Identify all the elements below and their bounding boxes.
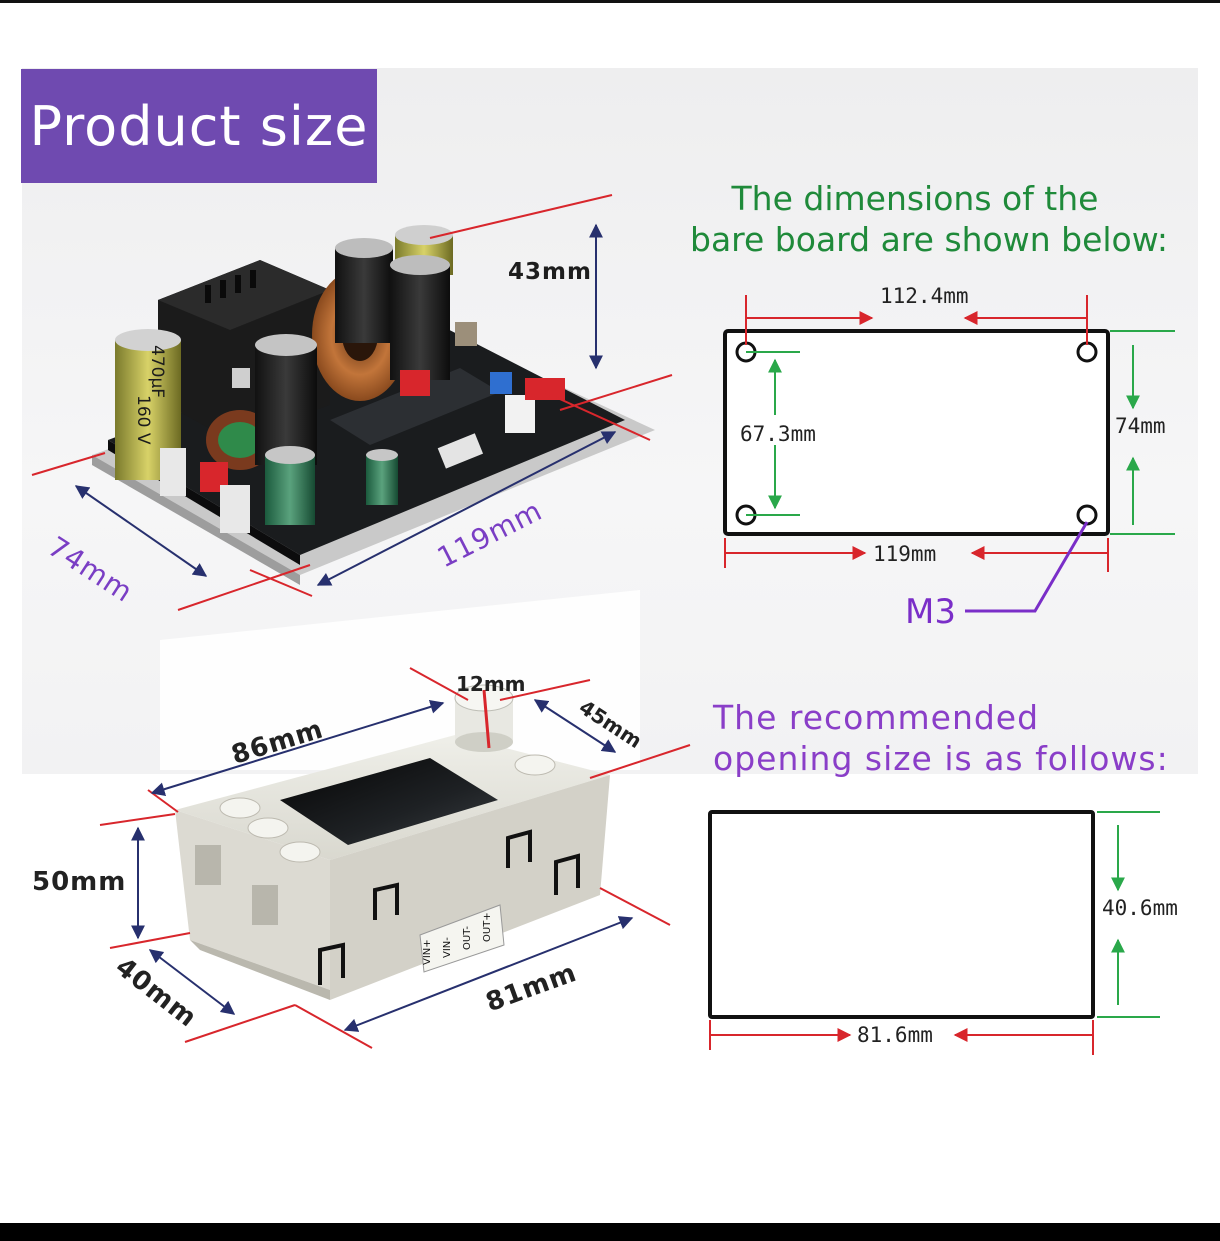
capacitor-label-voltage: 160 V (133, 395, 153, 445)
opening-heading-line1: The recommended (713, 698, 1040, 737)
bottom-border (0, 1223, 1220, 1241)
top-border (0, 0, 1220, 3)
page-title-banner: Product size (21, 69, 377, 183)
bare-board-heading-line2: bare board are shown below: (690, 220, 1169, 259)
opening-height-label: 40.6mm (1102, 896, 1178, 920)
board-photo-height-label: 43mm (508, 259, 592, 285)
screw-size-label: M3 (905, 592, 956, 632)
capacitor-label-capacitance: 470μF (147, 345, 167, 398)
opening-width-label: 81.6mm (857, 1023, 933, 1047)
hole-spacing-label: 67.3mm (740, 422, 816, 446)
knob-size-label: 12mm (456, 672, 526, 696)
terminal-out-minus: OUT- (462, 926, 473, 950)
bare-board-heading-line1: The dimensions of the (731, 179, 1099, 218)
board-height-label: 74mm (1115, 414, 1166, 438)
board-width-label: 112.4mm (880, 284, 969, 308)
terminal-out-plus: OUT+ (482, 912, 493, 942)
opening-heading-line2: opening size is as follows: (713, 739, 1169, 778)
pcb-board-illustration: 470μF 160 V (92, 225, 655, 770)
module-height-label: 50mm (32, 867, 127, 897)
bare-board-drawing (723, 295, 1175, 613)
svg-text:470μF: 470μF (147, 345, 167, 398)
svg-text:VIN+: VIN+ (422, 939, 433, 965)
board-photo-dimensions (31, 194, 673, 611)
bare-board-heading: The dimensions of the bare board are sho… (690, 178, 1169, 260)
module-photo-dimensions (99, 667, 691, 1049)
svg-text:160 V: 160 V (133, 395, 153, 445)
opening-size-drawing (708, 810, 1160, 1055)
svg-text:OUT-: OUT- (462, 926, 473, 950)
page-title: Product size (29, 94, 369, 158)
terminal-vin-minus: VIN- (442, 937, 453, 958)
board-length-label: 119mm (873, 542, 937, 566)
svg-text:OUT+: OUT+ (482, 912, 493, 942)
svg-text:VIN-: VIN- (442, 937, 453, 958)
opening-heading: The recommended opening size is as follo… (713, 697, 1169, 779)
terminal-vin-plus: VIN+ (422, 939, 433, 965)
